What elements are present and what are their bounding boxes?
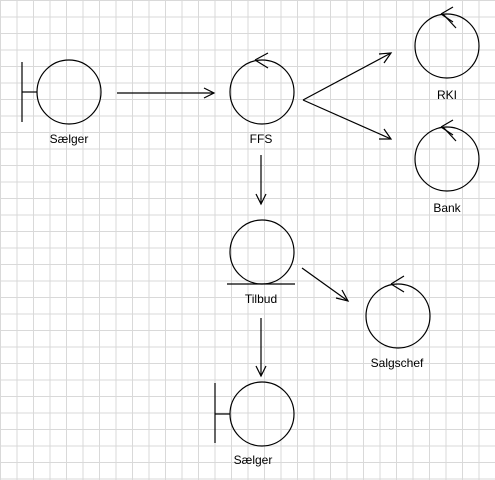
label-rki: RKI — [436, 88, 457, 102]
node-salgschef[interactable] — [365, 275, 431, 349]
node-tilbud[interactable] — [227, 219, 295, 285]
node-rki[interactable] — [414, 6, 480, 79]
edge-ffs-rki — [302, 52, 393, 101]
label-saelger-bottom: Sælger — [233, 453, 273, 467]
label-salgschef: Salgschef — [370, 356, 424, 370]
edge-tilbud-saelger — [255, 318, 267, 378]
label-saelger-top: Sælger — [49, 132, 89, 146]
label-tilbud: Tilbud — [244, 292, 278, 306]
edge-saelger-ffs — [117, 87, 216, 99]
node-saelger-bottom[interactable] — [214, 381, 295, 447]
edge-ffs-tilbud — [255, 155, 267, 206]
node-ffs[interactable] — [229, 52, 295, 125]
label-bank: Bank — [433, 201, 461, 215]
label-ffs: FFS — [249, 132, 273, 146]
node-bank[interactable] — [414, 119, 480, 192]
edge-ffs-bank — [302, 99, 393, 140]
node-saelger-top[interactable] — [21, 59, 102, 125]
edge-tilbud-salgschef — [301, 267, 350, 302]
